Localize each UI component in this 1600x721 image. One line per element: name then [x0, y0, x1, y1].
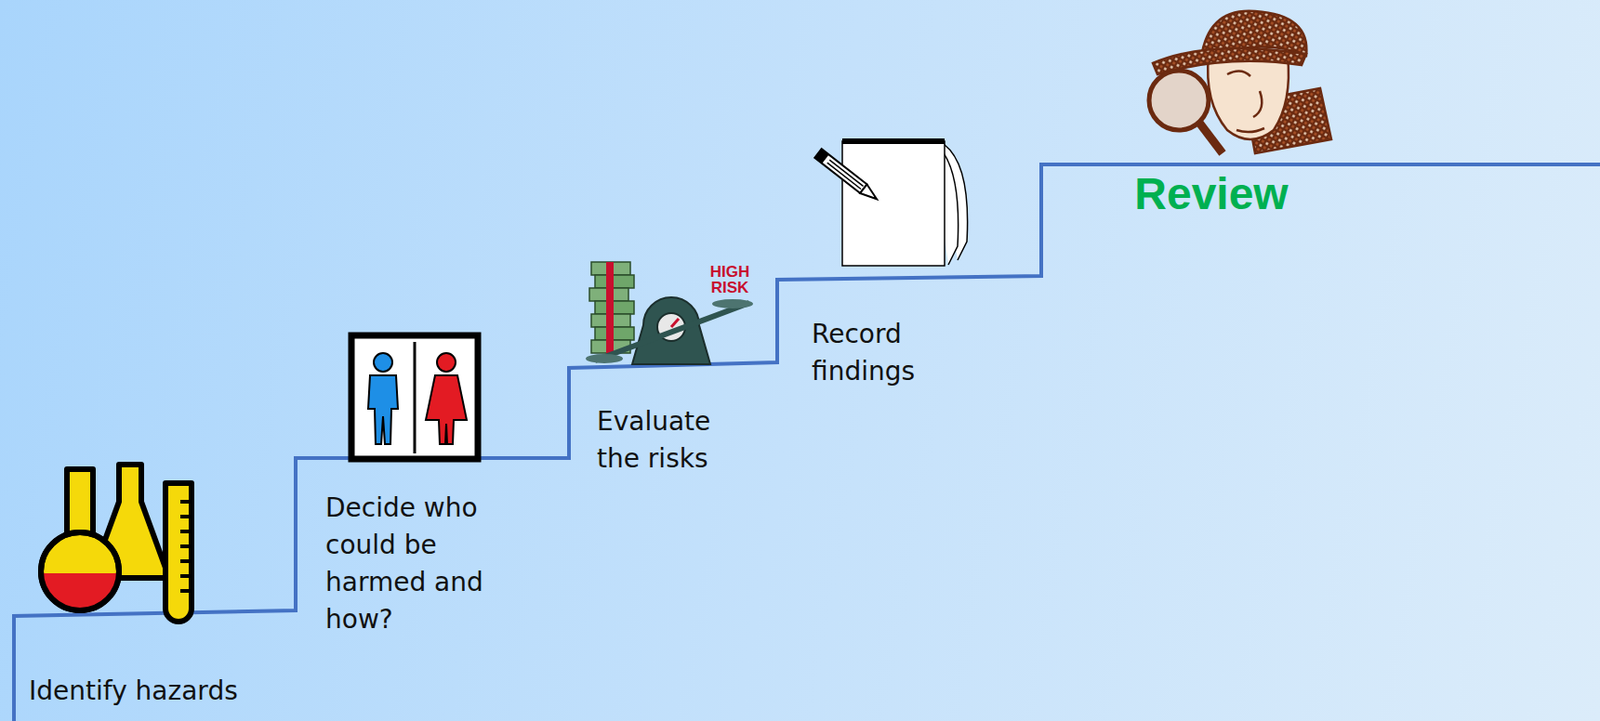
step-label: Identify hazards: [28, 673, 345, 711]
detective-icon: [1149, 11, 1332, 154]
step-title: Review: [1118, 169, 1305, 220]
staircase-line: [13, 164, 1600, 721]
risk-tag: HIGH RISK: [704, 264, 755, 296]
step-label: Decide who could be harmed and how?: [325, 489, 512, 639]
flasks-icon: [40, 464, 192, 622]
step-label: Evaluate the risks: [596, 403, 751, 478]
people-icon: [351, 335, 478, 460]
step-label: Record findings: [811, 316, 970, 391]
notepad-icon: [814, 138, 967, 266]
